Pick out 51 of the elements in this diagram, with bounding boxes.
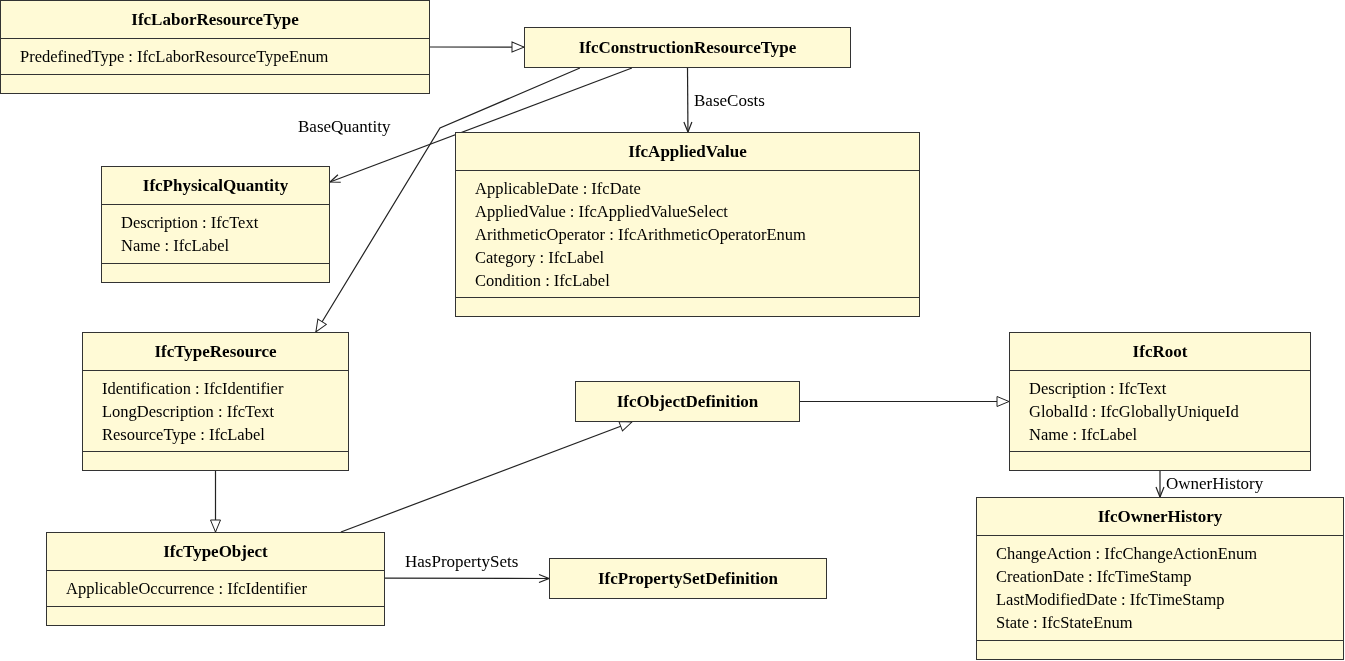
class-name: IfcAppliedValue [628, 142, 747, 161]
class-box [0, 0, 430, 94]
attribute-text: ArithmeticOperator : IfcArithmeticOperatorEnum [475, 225, 806, 244]
class-box [575, 381, 800, 422]
association-arrow [1155, 470, 1165, 498]
attribute-text: ChangeAction : IfcChangeActionEnum [996, 544, 1258, 563]
attribute-text: Description : IfcText [1029, 379, 1167, 398]
class-box [455, 132, 920, 317]
attribute-text: ApplicableOccurrence : IfcIdentifier [66, 579, 307, 598]
attribute-text: LongDescription : IfcText [102, 402, 275, 421]
class-name: IfcTypeResource [154, 342, 277, 361]
class-name: IfcTypeObject [163, 542, 268, 561]
class-name: IfcLaborResourceType [131, 10, 299, 29]
class-name: IfcConstructionResourceType [578, 39, 797, 56]
generalization-arrow [799, 396, 1010, 407]
attribute-text: PredefinedType : IfcLaborResourceTypeEnum [20, 47, 329, 66]
attribute-text: AppliedValue : IfcAppliedValueSelect [475, 202, 728, 221]
class-box [82, 332, 349, 471]
generalization-arrow [340, 421, 633, 533]
generalization-arrow [429, 41, 525, 53]
class-name: IfcRoot [1132, 342, 1188, 361]
attribute-text: Name : IfcLabel [1029, 425, 1138, 444]
attribute-text: Category : IfcLabel [475, 248, 605, 267]
attribute-text: ResourceType : IfcLabel [102, 425, 265, 444]
generalization-arrow [315, 67, 581, 333]
attribute-text: GlobalId : IfcGloballyUniqueId [1029, 402, 1239, 421]
class-box [976, 497, 1344, 660]
edge-label: HasPropertySets [405, 553, 519, 571]
association-arrow [384, 573, 550, 584]
class-box [46, 532, 385, 626]
class-box [1009, 332, 1311, 471]
class-name: IfcPropertySetDefinition [597, 570, 778, 587]
class-box [101, 166, 330, 283]
attribute-text: Condition : IfcLabel [475, 271, 610, 290]
class-name: IfcPhysicalQuantity [142, 176, 289, 195]
class-box [524, 27, 851, 68]
association-arrow [329, 67, 633, 183]
class-box [549, 558, 827, 599]
attribute-text: State : IfcStateEnum [996, 613, 1133, 632]
generalization-arrow [210, 470, 221, 533]
attribute-text: CreationDate : IfcTimeStamp [996, 567, 1192, 586]
attribute-text: ApplicableDate : IfcDate [475, 179, 641, 198]
attribute-text: Description : IfcText [121, 213, 259, 232]
class-name: IfcObjectDefinition [616, 393, 759, 410]
attribute-text: LastModifiedDate : IfcTimeStamp [996, 590, 1225, 609]
class-name: IfcOwnerHistory [1097, 507, 1223, 526]
edge-label: BaseQuantity [298, 118, 391, 136]
attribute-text: Name : IfcLabel [121, 236, 230, 255]
attribute-text: Identification : IfcIdentifier [102, 379, 284, 398]
association-arrow [683, 67, 693, 133]
edge-label: OwnerHistory [1166, 475, 1264, 493]
